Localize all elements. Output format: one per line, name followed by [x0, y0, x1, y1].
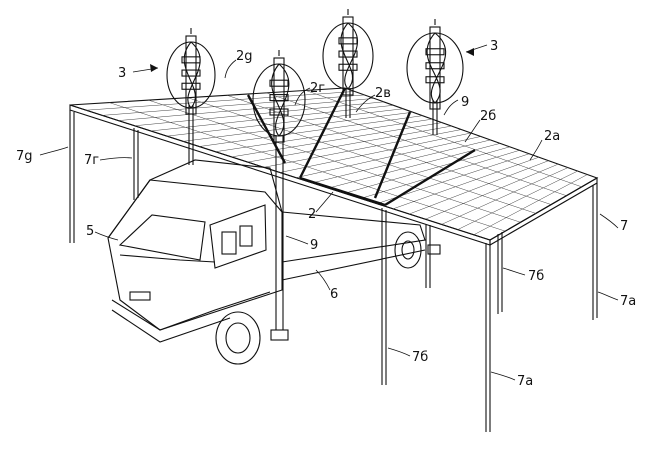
wind-turbine — [323, 9, 373, 95]
panel-cell-line — [266, 93, 566, 196]
label-2b: 2б — [480, 109, 496, 124]
panel-cell-line — [183, 112, 413, 141]
panel-cell-line — [306, 90, 582, 186]
cab-roof — [150, 160, 282, 212]
turbine-blade-outline — [323, 23, 373, 89]
canopy-edge-front — [70, 105, 490, 245]
turbine-hub — [339, 38, 357, 44]
wind-turbine — [167, 28, 215, 114]
label-7e: 7г — [84, 153, 99, 168]
label-6: 6 — [330, 287, 338, 302]
label-2a: 2a — [544, 129, 560, 144]
front-wheel — [216, 312, 260, 364]
chassis-rail — [282, 250, 425, 280]
label-7a-right: 7a — [620, 294, 636, 309]
turbine-blade-outline — [167, 42, 215, 108]
label-2g: 2g — [236, 49, 253, 64]
panel-divider-5 — [385, 150, 475, 205]
label-7a-bottom: 7a — [517, 374, 533, 389]
label-9-top: 9 — [461, 95, 469, 110]
turbine-hub — [270, 80, 288, 86]
label-3-right: 3 — [490, 39, 498, 54]
label-2e: 2г — [310, 81, 325, 96]
rear-wheel — [395, 232, 421, 268]
solar-panel-grid — [86, 90, 587, 234]
wind-turbine — [407, 19, 463, 109]
label-2v: 2в — [375, 86, 391, 101]
wind-turbines — [167, 9, 463, 142]
label-7: 7 — [620, 219, 628, 234]
panel-cell-line — [264, 130, 461, 168]
panel-cell-line — [425, 164, 558, 219]
turbine-blade-outline — [407, 33, 463, 103]
label-9-mid: 9 — [310, 238, 318, 253]
turbine-hub — [426, 49, 444, 55]
solar-canopy — [70, 88, 597, 245]
label-2: 2 — [308, 207, 316, 222]
mast-base — [271, 330, 288, 340]
side-window — [210, 205, 266, 268]
headlight — [130, 292, 150, 300]
label-5: 5 — [86, 224, 94, 239]
panel-cell-line — [312, 140, 490, 183]
windshield — [120, 215, 205, 260]
label-7g: 7g — [16, 149, 33, 164]
panel-cell-line — [167, 109, 403, 136]
panel-divider-4 — [300, 178, 385, 205]
label-3-left: 3 — [118, 66, 126, 81]
bumper — [112, 292, 270, 330]
label-7b-bottom: 7б — [412, 350, 428, 365]
turbine-helical-blade — [345, 23, 358, 89]
label-7b-right: 7б — [528, 269, 544, 284]
panel-cell-line — [393, 157, 539, 209]
turbine-helical-blade — [427, 33, 440, 103]
